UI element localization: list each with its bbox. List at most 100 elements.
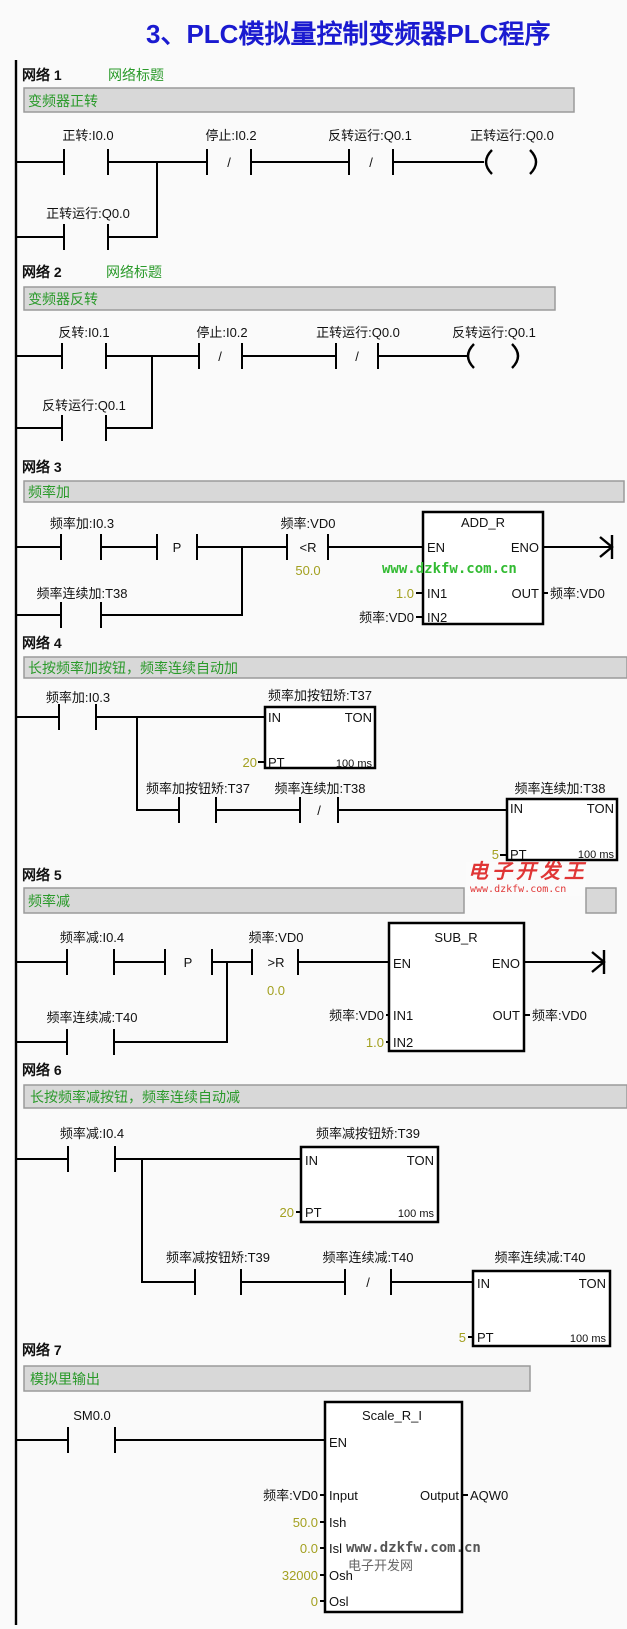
sub-r-box: SUB_R EN ENO IN1 OUT IN2 — [387, 921, 526, 1053]
network-title: 网络标题 — [108, 67, 164, 83]
watermark-url: www.dzkfw.com.cn — [382, 561, 517, 577]
page-title: 3、PLC模拟量控制变频器PLC程序 — [146, 19, 550, 49]
coil — [484, 149, 538, 175]
coil-label: 反转运行:Q0.1 — [452, 325, 536, 340]
network-3: 网络 3 频率加 P <R 频率加:I0.3 频率:VD0 50.0 频率连续加… — [16, 459, 625, 628]
watermark-name: 电子开发网 — [348, 1558, 413, 1573]
pin-input: Input — [329, 1488, 358, 1503]
timer-box-t39: 频率减按钮矫:T39 IN TON PT 100 ms — [299, 1126, 440, 1224]
rung-wire — [16, 161, 484, 238]
network-4: 网络 4 长按频率加按钮，频率连续自动加 / 频率加:I0.3 频率加按钮矫:T… — [16, 635, 627, 896]
pt-value: 20 — [243, 755, 257, 770]
pt-value: 20 — [280, 1205, 294, 1220]
comment-bar — [23, 480, 625, 503]
contact-no — [60, 602, 102, 628]
compare-label: 频率:VD0 — [281, 516, 336, 531]
network-comment: 模拟里输出 — [30, 1371, 100, 1387]
contact-no — [58, 704, 97, 730]
svg-text:<R: <R — [300, 540, 317, 555]
pin-in: IN — [305, 1153, 318, 1168]
pin-in: IN — [510, 801, 523, 816]
pt-value: 5 — [492, 847, 499, 862]
pin-in2: IN2 — [393, 1035, 413, 1050]
comment-bar — [23, 1084, 627, 1109]
in2-value: 1.0 — [366, 1035, 384, 1050]
network-comment: 长按频率加按钮，频率连续自动加 — [28, 660, 238, 676]
contact-label: 频率减:I0.4 — [60, 1126, 124, 1141]
svg-text:/: / — [366, 1275, 370, 1290]
time-base: 100 ms — [570, 1333, 607, 1345]
pin-pt: PT — [510, 847, 527, 862]
network-title: 网络标题 — [106, 264, 162, 280]
timer-box-t38: 频率连续加:T38 IN TON PT 100 ms — [505, 781, 619, 862]
contact-label: 反转运行:Q0.1 — [328, 128, 412, 143]
pin-pt: PT — [477, 1330, 494, 1345]
pin-en: EN — [393, 956, 411, 971]
contact-nc: / — [344, 1269, 392, 1295]
timer-box-t40: 频率连续减:T40 IN TON PT 100 ms — [471, 1250, 612, 1348]
svg-text:/: / — [355, 349, 359, 364]
contact-label: 正转运行:Q0.0 — [316, 325, 400, 340]
watermark-url: www.dzkfw.com.cn — [470, 884, 566, 895]
contact-label: 停止:I0.2 — [196, 325, 247, 340]
pt-value: 5 — [459, 1330, 466, 1345]
out-value: 频率:VD0 — [550, 586, 605, 601]
contact-label: 正转运行:Q0.0 — [46, 206, 130, 221]
positive-edge-contact: P — [156, 534, 198, 560]
contact-no — [178, 797, 217, 823]
contact-label: 频率连续加:T38 — [36, 586, 127, 601]
rung-wire — [16, 1158, 473, 1338]
svg-text:/: / — [218, 349, 222, 364]
contact-no — [67, 1427, 116, 1453]
pin-en: EN — [329, 1435, 347, 1450]
timer-box-t37: 频率加按钮矫:T37 IN TON PT 100 ms — [263, 688, 377, 770]
pin-osh: Osh — [329, 1568, 353, 1583]
network-1: 网络 1 网络标题 变频器正转 / / 正转:I0.0 停止:I0.2 反转运行… — [16, 67, 575, 250]
pin-pt: PT — [268, 755, 285, 770]
svg-text:P: P — [173, 540, 182, 555]
rung-wire — [16, 355, 468, 429]
pin-in2: IN2 — [427, 610, 447, 625]
pin-in1: IN1 — [427, 586, 447, 601]
network-comment: 频率减 — [28, 893, 70, 909]
isl-value: 0.0 — [300, 1541, 318, 1556]
contact-label: 正转:I0.0 — [62, 128, 113, 143]
comment-bar — [23, 87, 575, 113]
timer-type: TON — [579, 1276, 606, 1291]
contact-no — [66, 1029, 115, 1055]
output-value: AQW0 — [470, 1488, 508, 1503]
contact-label: 反转运行:Q0.1 — [42, 398, 126, 413]
contact-label: SM0.0 — [73, 1408, 111, 1423]
pin-isl: Isl — [329, 1541, 342, 1556]
scale-r-i-box: Scale_R_I EN Input Output Ish Isl Osh Os… — [323, 1400, 464, 1614]
in1-value: 1.0 — [396, 586, 414, 601]
network-comment: 变频器反转 — [28, 291, 98, 307]
contact-nc: / — [335, 343, 379, 369]
contact-label: 频率减按钮矫:T39 — [166, 1250, 270, 1265]
watermark-bg — [466, 862, 586, 896]
compare-label: 频率:VD0 — [249, 930, 304, 945]
input-value: 频率:VD0 — [263, 1488, 318, 1503]
contact-no — [66, 949, 115, 975]
rung-wire — [16, 1439, 468, 1602]
rung-wire — [16, 546, 612, 618]
pin-osl: Osl — [329, 1594, 349, 1609]
contact-no — [194, 1269, 242, 1295]
timer-label: 频率减按钮矫:T39 — [316, 1126, 420, 1141]
contact-label: 频率加:I0.3 — [46, 690, 110, 705]
coil-label: 正转运行:Q0.0 — [470, 128, 554, 143]
contact-no — [63, 224, 109, 250]
svg-text:/: / — [369, 155, 373, 170]
watermark-logo: 电子开发王 — [468, 860, 588, 883]
contact-no — [60, 534, 102, 560]
ish-value: 50.0 — [293, 1515, 318, 1530]
out-value: 频率:VD0 — [532, 1008, 587, 1023]
compare-contact: <R — [286, 534, 329, 560]
contact-no — [63, 149, 109, 175]
contact-label: 频率加:I0.3 — [50, 516, 114, 531]
network-5: 网络 5 频率减 P >R 频率减:I0.4 频率:VD0 0.0 频率连续减:… — [16, 867, 617, 1055]
contact-no — [61, 415, 107, 441]
svg-text:>R: >R — [268, 955, 285, 970]
contact-no — [61, 343, 107, 369]
timer-type: TON — [587, 801, 614, 816]
